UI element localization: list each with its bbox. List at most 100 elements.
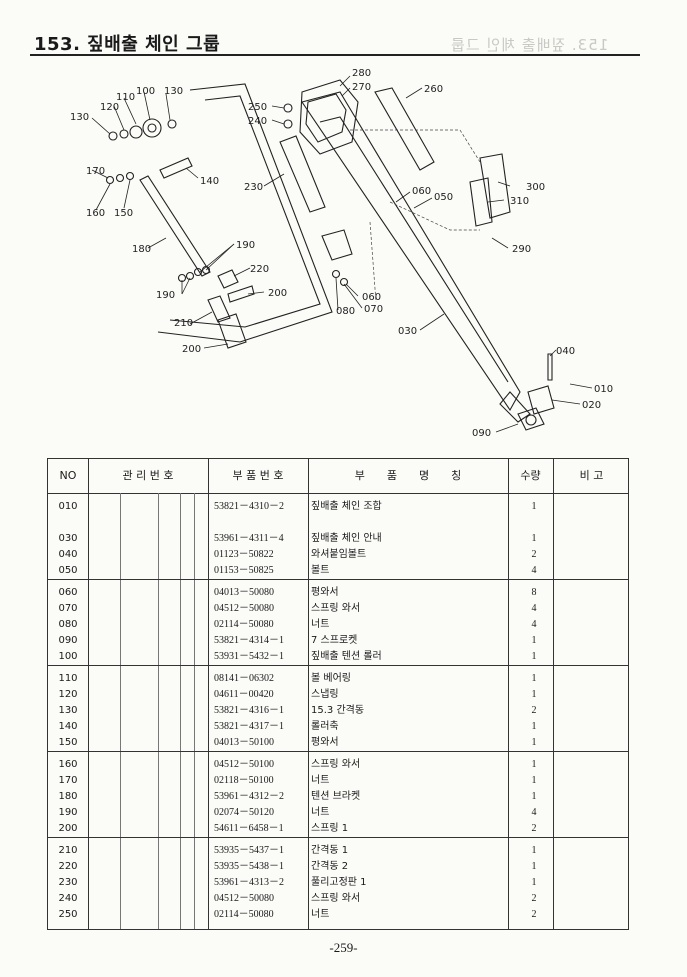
header-management-no: 관 리 번 호 (122, 469, 174, 482)
col-rule (553, 459, 554, 929)
part-name: 짚배출 체인 안내 (311, 533, 382, 544)
part-name: 평와서 (311, 737, 339, 748)
part-number: 04512－50100 (214, 759, 274, 770)
part-number: 02114－50080 (214, 619, 274, 630)
part-number: 53961－4313－2 (214, 877, 284, 888)
callout-290: 290 (512, 244, 531, 255)
spring-200b (217, 313, 247, 349)
callout-090: 090 (472, 428, 491, 439)
quantity: 1 (531, 845, 537, 856)
part-number: 53821－4317－1 (214, 721, 284, 732)
callout-080: 080 (336, 306, 355, 317)
callout-240: 240 (248, 116, 267, 127)
callout-020: 020 (582, 400, 601, 411)
quantity: 1 (531, 673, 537, 684)
part-name: 간격동 1 (311, 845, 349, 856)
callout-280: 280 (352, 68, 371, 79)
roller-100 (142, 118, 162, 138)
row-number: 210 (58, 845, 78, 856)
row-number: 110 (58, 673, 78, 684)
row-number: 070 (58, 603, 78, 614)
row-number: 060 (58, 587, 78, 598)
callout-040: 040 (556, 346, 575, 357)
group-separator (48, 837, 628, 838)
quantity: 1 (531, 861, 537, 872)
quantity: 4 (531, 807, 537, 818)
quantity: 2 (531, 549, 537, 560)
bolt-040 (547, 353, 553, 381)
quantity: 2 (531, 705, 537, 716)
part-name: 평와서 (311, 587, 339, 598)
row-number: 120 (58, 689, 78, 700)
col-rule-sub (194, 493, 195, 929)
callout-060: 060 (362, 292, 381, 303)
part-name: 짚배출 체인 조합 (311, 501, 382, 512)
part-name: 볼 베어링 (311, 673, 351, 684)
header-quantity: 수량 (520, 469, 541, 482)
row-number: 190 (58, 807, 78, 818)
callout-030: 030 (398, 326, 417, 337)
sprocket-090 (517, 407, 545, 431)
chain-guide-inner (319, 116, 509, 383)
callout-230: 230 (244, 182, 263, 193)
quantity: 1 (531, 737, 537, 748)
bracket-300 (479, 153, 511, 219)
callout-140: 140 (200, 176, 219, 187)
callout-160: 160 (86, 208, 105, 219)
part-number: 02118－50100 (214, 775, 274, 786)
part-name: 롤러축 (311, 721, 339, 732)
quantity: 4 (531, 603, 537, 614)
quantity: 4 (531, 565, 537, 576)
snapring-120 (119, 129, 129, 139)
callout-190: 190 (156, 290, 175, 301)
callout-300: 300 (526, 182, 545, 193)
row-number: 090 (58, 635, 78, 646)
row-number: 040 (58, 549, 78, 560)
row-number: 150 (58, 737, 78, 748)
part-name: 너트 (311, 909, 330, 920)
part-name: 간격동 2 (311, 861, 349, 872)
callout-220: 220 (250, 264, 269, 275)
quantity: 1 (531, 533, 537, 544)
col-rule (508, 459, 509, 929)
col-rule-sub (120, 493, 121, 929)
callout-150: 150 (114, 208, 133, 219)
part-name: 너트 (311, 775, 330, 786)
roller-axle (159, 157, 193, 179)
part-number: 53821－4316－1 (214, 705, 284, 716)
row-number: 240 (58, 893, 78, 904)
callout-100: 100 (136, 86, 155, 97)
col-rule-sub (158, 493, 159, 929)
row-number: 160 (58, 759, 78, 770)
bracket-mid (321, 229, 353, 261)
part-name: 텐션 브라켓 (311, 791, 361, 802)
part-number: 53935－5437－1 (214, 845, 284, 856)
quantity: 2 (531, 823, 537, 834)
col-rule (208, 459, 209, 929)
row-number: 010 (58, 501, 78, 512)
bracket-310 (469, 177, 493, 227)
part-number: 04512－50080 (214, 893, 274, 904)
callout-200: 200 (182, 344, 201, 355)
row-number: 080 (58, 619, 78, 630)
callout-060: 060 (412, 186, 431, 197)
quantity: 2 (531, 893, 537, 904)
sprocket-020 (527, 385, 555, 415)
title-rule (30, 54, 640, 56)
callout-210: 210 (174, 318, 193, 329)
part-name: 스프링 와서 (311, 603, 361, 614)
part-name: 스프링 와서 (311, 759, 361, 770)
part-number: 53931－5432－1 (214, 651, 284, 662)
header-part-name: 부 품 명 칭 (354, 469, 462, 482)
part-number: 01123－50822 (214, 549, 274, 560)
part-number: 01153－50825 (214, 565, 274, 576)
row-number: 140 (58, 721, 78, 732)
row-number: 200 (58, 823, 78, 834)
quantity: 1 (531, 635, 537, 646)
spacer-220 (217, 269, 239, 289)
callout-070: 070 (364, 304, 383, 315)
group-separator (48, 579, 628, 580)
row-number: 170 (58, 775, 78, 786)
quantity: 8 (531, 587, 537, 598)
